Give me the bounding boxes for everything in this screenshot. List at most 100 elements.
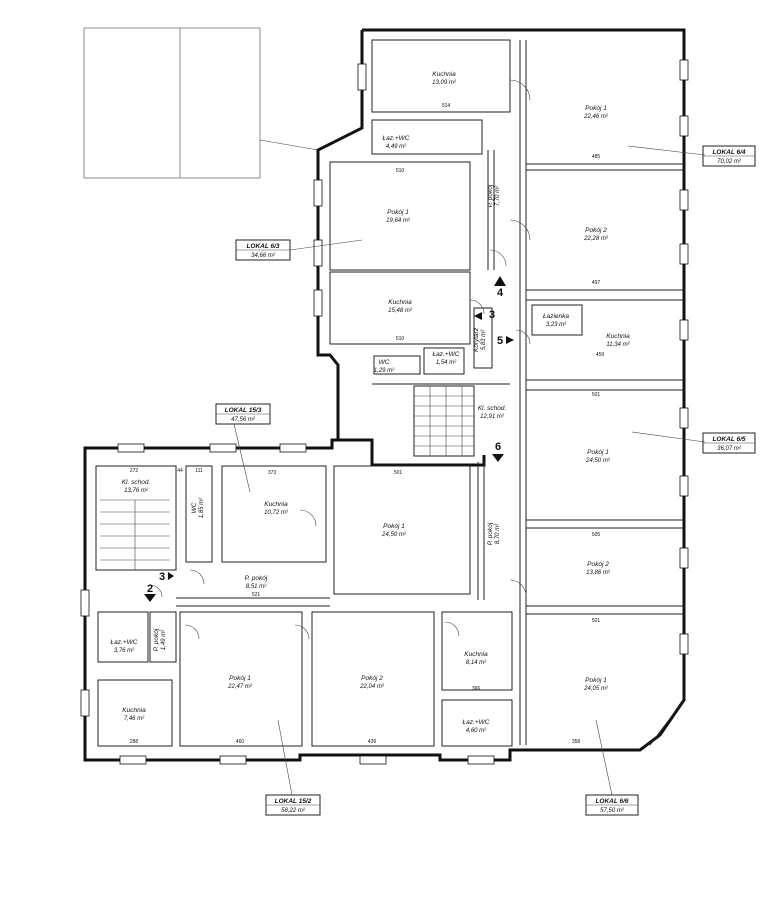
- room-area: 24,50 m²: [585, 458, 611, 464]
- room-name: Pokój 2: [361, 675, 383, 682]
- room-name: Łazienka: [543, 313, 569, 320]
- doors: [149, 79, 531, 640]
- room-name: P. pokój: [245, 575, 268, 582]
- room-area: 24,50 m²: [381, 532, 407, 538]
- dim-label: 111: [195, 468, 203, 474]
- room-name: P. pokój: [153, 628, 160, 651]
- dim-label: 366: [472, 686, 481, 692]
- room-area: 7,46 m²: [124, 716, 145, 722]
- dim-label: 510: [396, 336, 405, 342]
- dim-label: 288: [130, 739, 139, 745]
- room-area: 22,47 m²: [227, 684, 253, 690]
- dim-label: 501: [592, 392, 601, 398]
- dim-label: 501: [394, 470, 403, 476]
- dim-label: 485: [592, 154, 601, 160]
- room-name: P. pokój: [487, 522, 494, 545]
- neighbour-building-outline: [83, 27, 319, 179]
- entrance-arrow-5: [506, 336, 514, 344]
- lokal-labels: LOKAL 6/4 70,02 m² LOKAL 6/3 34,66 m² LO…: [225, 149, 746, 814]
- room-area: 10,72 m²: [264, 510, 289, 516]
- room-name: Kuchnia: [264, 501, 288, 508]
- room-name: Pokój 1: [585, 677, 607, 684]
- dim-label: 272: [130, 468, 139, 474]
- lokal-area: 57,50 m²: [600, 808, 625, 814]
- entrance-arrow-2: [144, 594, 156, 602]
- room-area: 3,23 m²: [546, 322, 567, 328]
- outer-walls: [83, 28, 686, 762]
- lokal-name: LOKAL 6/6: [595, 798, 628, 805]
- room-area: 5,83 m²: [481, 329, 487, 350]
- dim-label: 44: [177, 468, 183, 474]
- room-name: Pokój 1: [587, 449, 609, 456]
- lokal-name: LOKAL 6/5: [712, 436, 745, 443]
- room-labels: Kuchnia 13,09 m² Pokój 1 22,46 m² Łaz.+W…: [111, 71, 631, 734]
- entrance-numbers: 4 3 5 6 3 2: [147, 287, 504, 595]
- room-name: Łaz.+WC: [383, 135, 410, 142]
- room-area: 22,46 m²: [583, 114, 609, 120]
- dimension-labels: 514 485 497 510 510 459 501 501 505 501 …: [130, 103, 605, 745]
- lokal-name: LOKAL 6/3: [246, 243, 279, 250]
- room-name: Kuchnia: [464, 651, 488, 658]
- stairs-right: [414, 386, 474, 456]
- entrance-number: 3: [489, 309, 495, 321]
- dim-label: 514: [442, 103, 451, 109]
- room-name: P. pokój: [487, 184, 494, 207]
- dim-label: 501: [592, 618, 601, 624]
- entrance-number: 2: [147, 583, 153, 595]
- lokal-area: 34,66 m²: [251, 253, 276, 259]
- lokal-name: LOKAL 6/4: [712, 149, 745, 156]
- room-area: 11,34 m²: [606, 342, 630, 348]
- entrance-number: 4: [497, 287, 504, 299]
- lokal-area: 36,07 m²: [717, 446, 742, 452]
- windows: [80, 59, 689, 765]
- room-area: 24,05 m²: [583, 686, 609, 692]
- room-area: 1,85 m²: [199, 497, 205, 518]
- lokal-area: 58,22 m²: [281, 808, 306, 814]
- entrance-arrows: [144, 276, 514, 602]
- room-name: Kuchnia: [432, 71, 456, 78]
- lokal-name: LOKAL 15/3: [225, 407, 262, 414]
- leader-lines: [233, 145, 706, 796]
- room-area: 4,49 m²: [386, 144, 407, 150]
- internal-walls: [95, 39, 685, 747]
- entrance-arrow-4: [494, 276, 506, 286]
- room-area: 8,70 m²: [495, 523, 501, 544]
- room-name: Korytarz: [473, 327, 480, 352]
- entrance-arrow-3b: [168, 572, 174, 580]
- room-name: Łaz.+WC: [111, 639, 138, 646]
- room-area: 12,91 m²: [480, 414, 505, 420]
- room-area: 8,14 m²: [466, 660, 487, 666]
- room-name: WC: [191, 502, 198, 513]
- room-area: 19,64 m²: [386, 218, 411, 224]
- dim-label: 497: [592, 280, 601, 286]
- dim-label: 505: [592, 532, 601, 538]
- room-name: Łaz.+WC: [463, 719, 490, 726]
- room-name: Pokój 2: [587, 561, 609, 568]
- room-area: 3,76 m²: [114, 648, 135, 654]
- room-area: 13,09 m²: [432, 80, 457, 86]
- room-name: Pokój 1: [229, 675, 251, 682]
- dim-label: 460: [236, 739, 245, 745]
- room-area: 13,76 m²: [124, 488, 149, 494]
- room-name: Kl. schod.: [478, 405, 507, 412]
- stairs-left: [100, 499, 170, 570]
- room-area: 1,29 m²: [374, 368, 395, 374]
- room-name: Pokój 2: [585, 227, 607, 234]
- entrance-number: 3: [159, 571, 165, 583]
- room-area: 8,51 m²: [246, 584, 267, 590]
- entrance-arrow-6: [492, 454, 504, 462]
- dim-label: 510: [396, 168, 405, 174]
- dim-label: 358: [572, 739, 581, 745]
- room-area: 22,28 m²: [583, 236, 609, 242]
- room-name: Łaz.+WC: [433, 351, 460, 358]
- room-area: 1,49 m²: [161, 629, 167, 650]
- entrance-number: 6: [495, 441, 501, 453]
- room-name: Kuchnia: [606, 333, 630, 340]
- entrance-number: 5: [497, 335, 503, 347]
- room-area: 7,70 m²: [495, 185, 501, 206]
- room-name: Pokój 1: [585, 105, 607, 112]
- lokal-area: 47,56 m²: [231, 417, 256, 423]
- room-name: Pokój 1: [387, 209, 409, 216]
- dim-label: 521: [252, 592, 261, 598]
